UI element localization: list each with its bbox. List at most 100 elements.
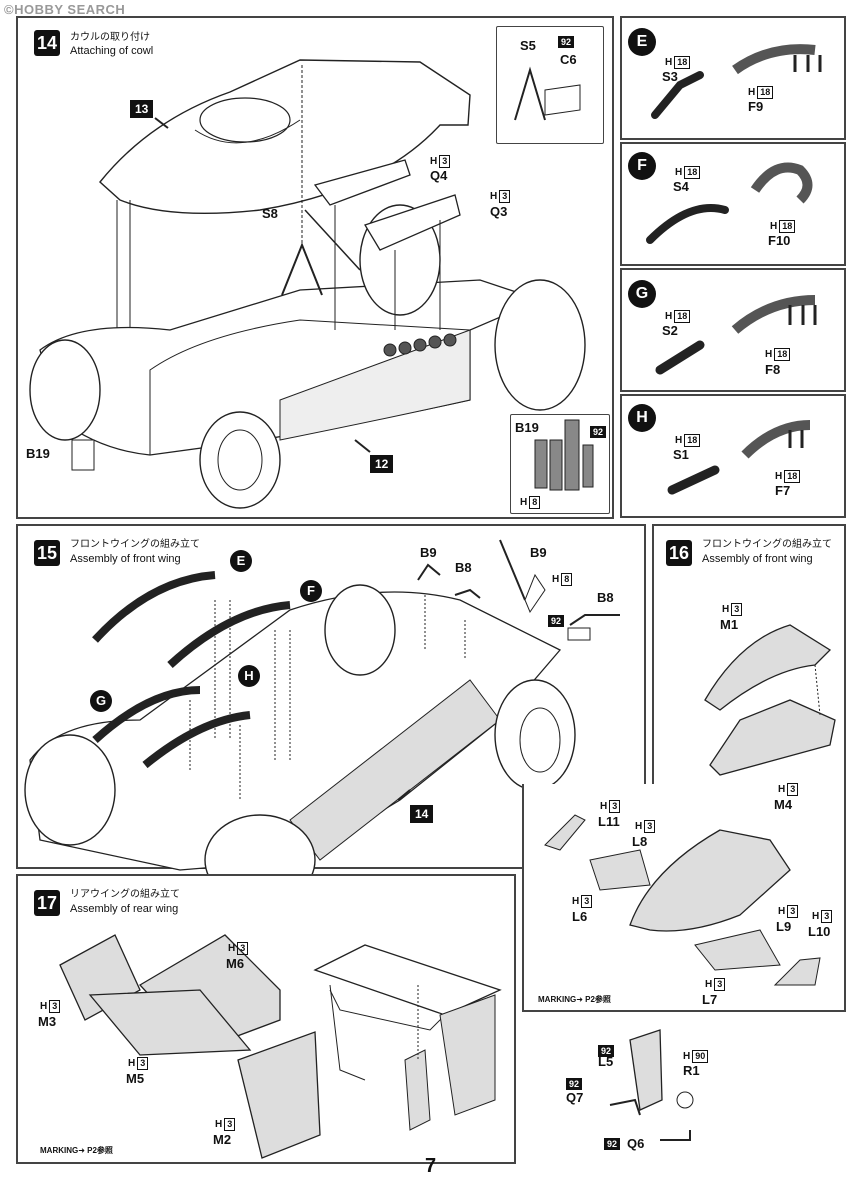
callout-f: F	[300, 580, 322, 602]
sub-e-part-s: S3	[662, 69, 678, 84]
part-l10: L10	[808, 924, 831, 939]
marking-note-17: MARKING➜ P2参照	[40, 1146, 113, 1155]
part-m3: M3	[38, 1014, 57, 1029]
callout-g: G	[90, 690, 112, 712]
sub-g-letter: G	[628, 280, 656, 308]
part-s8: S8	[262, 206, 278, 221]
step-14-number: 14	[34, 30, 60, 56]
sub-g-part-s: S2	[662, 323, 678, 338]
inset-92-label: 92	[590, 426, 607, 438]
sub-e-panel	[620, 16, 846, 140]
step-15-title-en: Assembly of front wing	[70, 553, 181, 565]
part-l6: L6	[572, 909, 588, 924]
step-15-title-jp: フロントウイングの組み立て	[70, 539, 200, 550]
label-92-c6: 92	[558, 36, 575, 48]
part-m5: M5	[126, 1071, 145, 1086]
sub-e-letter: E	[628, 28, 656, 56]
step-16-title-en: Assembly of front wing	[702, 553, 813, 565]
inset-s5-c6	[496, 26, 604, 144]
step-15-number: 15	[34, 540, 60, 566]
part-l9: L9	[776, 919, 792, 934]
part-q7: Q7	[566, 1090, 584, 1105]
page-number: 7	[425, 1155, 437, 1177]
part-r1: R1	[683, 1063, 700, 1078]
part-q6: Q6	[627, 1136, 645, 1151]
part-m2: M2	[213, 1132, 232, 1147]
part-l7: L7	[702, 992, 718, 1007]
inset-b19-label: B19	[515, 420, 539, 435]
step-17-title-en: Assembly of rear wing	[70, 903, 179, 915]
part-b8-inset: B8	[597, 590, 614, 605]
part-s5: S5	[520, 38, 536, 53]
sub-g-part-f: F8	[765, 362, 781, 377]
label-92-q6: 92	[604, 1138, 621, 1150]
step-16-title-jp: フロントウイングの組み立て	[702, 539, 832, 550]
step-14-title-jp: カウルの取り付け	[70, 32, 150, 43]
part-l11: L11	[598, 814, 620, 829]
part-l8: L8	[632, 834, 648, 849]
sub-f-part-s: S4	[673, 179, 689, 194]
sub-e-part-f: F9	[748, 99, 764, 114]
part-m4: M4	[774, 797, 793, 812]
sub-h-letter: H	[628, 404, 656, 432]
sub-h-part-s: S1	[673, 447, 689, 462]
step-16-number: 16	[666, 540, 692, 566]
part-b9-main: B9	[420, 545, 437, 560]
label-92-q7: 92	[566, 1078, 583, 1090]
step-17-number: 17	[34, 890, 60, 916]
callout-h: H	[238, 665, 260, 687]
sub-h-part-f: F7	[775, 483, 791, 498]
part-b19: B19	[26, 446, 50, 461]
sub-f-panel	[620, 142, 846, 266]
watermark: ©HOBBY SEARCH	[4, 2, 126, 17]
callout-14: 14	[410, 805, 434, 823]
label-92-inset: 92	[548, 615, 565, 627]
label-92-l5: 92	[598, 1045, 615, 1057]
part-m6: M6	[226, 956, 245, 971]
step-17-title-jp: リアウイングの組み立て	[70, 889, 180, 900]
sub-h-panel	[620, 394, 846, 518]
sub-f-part-f: F10	[768, 233, 791, 248]
part-b8-main: B8	[455, 560, 472, 575]
marking-note-16: MARKING➜ P2参照	[538, 995, 611, 1004]
callout-13: 13	[130, 100, 154, 118]
part-q4: Q4	[430, 168, 448, 183]
sub-f-letter: F	[628, 152, 656, 180]
part-b9-inset: B9	[530, 545, 547, 560]
part-m1: M1	[720, 617, 739, 632]
part-c6: C6	[560, 52, 577, 67]
